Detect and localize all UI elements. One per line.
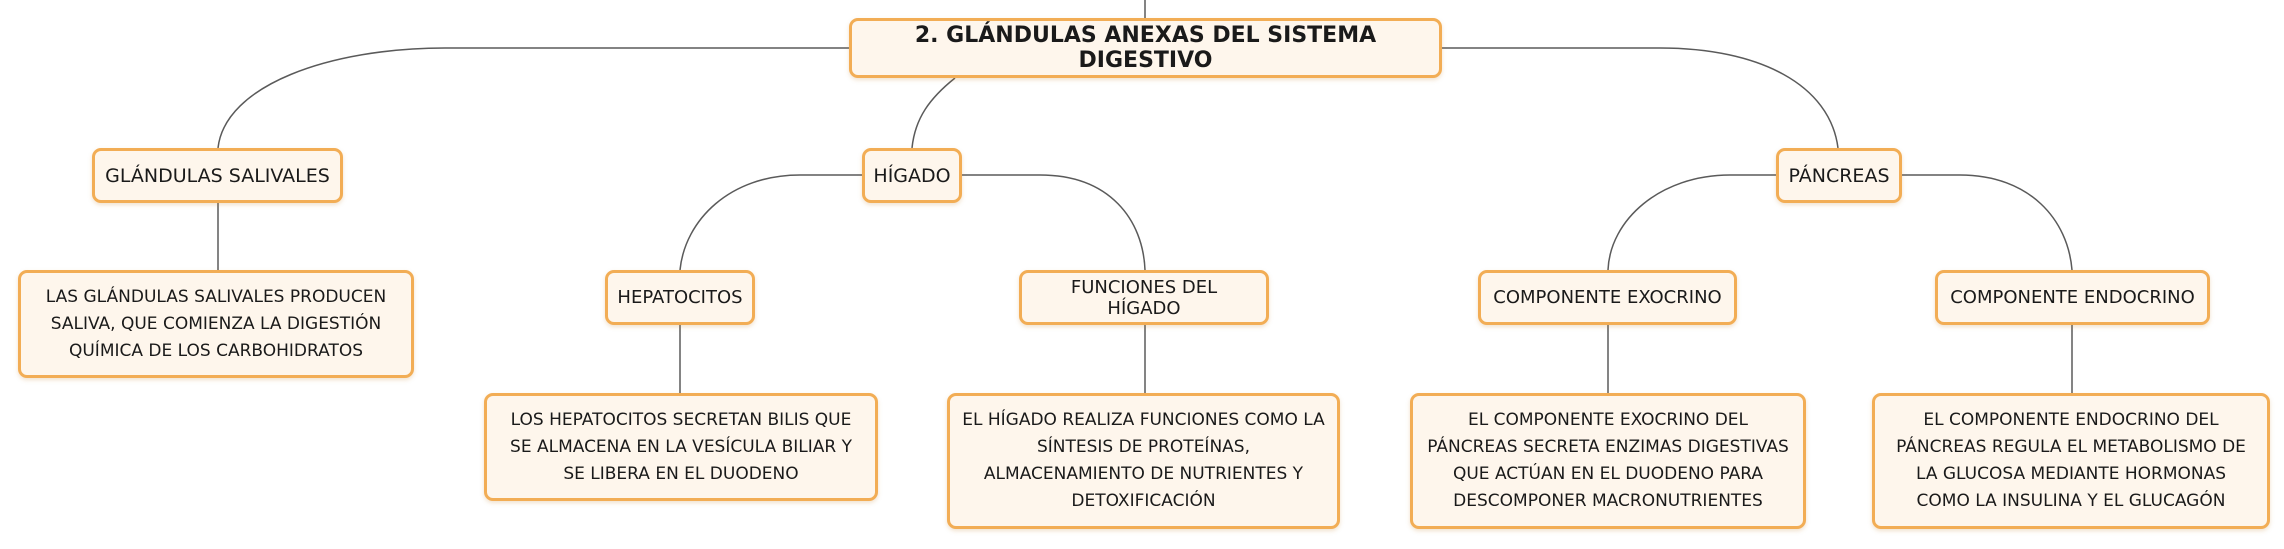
desc-componente-endocrino-text: EL COMPONENTE ENDOCRINO DEL PÁNCREAS REG… xyxy=(1896,410,2246,511)
connector-higado-funciones xyxy=(962,174,1146,271)
node-componente-endocrino[interactable]: COMPONENTE ENDOCRINO xyxy=(1935,270,2210,325)
node-funciones-higado[interactable]: FUNCIONES DEL HÍGADO xyxy=(1019,270,1269,325)
connector-root-higado xyxy=(911,77,956,149)
node-glandulas-salivales-label: GLÁNDULAS SALIVALES xyxy=(105,164,330,187)
connector-root-salivales xyxy=(217,47,849,149)
desc-glandulas-salivales[interactable]: LAS GLÁNDULAS SALIVALES PRODUCEN SALIVA,… xyxy=(18,270,414,378)
desc-glandulas-salivales-text: LAS GLÁNDULAS SALIVALES PRODUCEN SALIVA,… xyxy=(45,286,387,361)
node-pancreas-label: PÁNCREAS xyxy=(1788,164,1890,187)
connector-root-pancreas xyxy=(1442,47,1839,149)
node-componente-endocrino-label: COMPONENTE ENDOCRINO xyxy=(1950,287,2195,308)
node-pancreas[interactable]: PÁNCREAS xyxy=(1776,148,1902,203)
node-funciones-higado-label: FUNCIONES DEL HÍGADO xyxy=(1070,276,1218,319)
desc-componente-endocrino[interactable]: EL COMPONENTE ENDOCRINO DEL PÁNCREAS REG… xyxy=(1872,393,2270,529)
node-glandulas-salivales[interactable]: GLÁNDULAS SALIVALES xyxy=(92,148,343,203)
node-componente-exocrino[interactable]: COMPONENTE EXOCRINO xyxy=(1478,270,1737,325)
node-hepatocitos-label: HEPATOCITOS xyxy=(617,287,743,308)
connector-higado-hepatocitos xyxy=(679,174,862,271)
node-hepatocitos[interactable]: HEPATOCITOS xyxy=(605,270,755,325)
desc-componente-exocrino-text: EL COMPONENTE EXOCRINO DEL PÁNCREAS SECR… xyxy=(1427,410,1789,511)
node-higado[interactable]: HÍGADO xyxy=(862,148,962,203)
desc-funciones-higado[interactable]: EL HÍGADO REALIZA FUNCIONES COMO LA SÍNT… xyxy=(947,393,1340,529)
desc-hepatocitos[interactable]: LOS HEPATOCITOS SECRETAN BILIS QUE SE AL… xyxy=(484,393,878,501)
connector-pancreas-exocrino xyxy=(1607,174,1776,271)
node-componente-exocrino-label: COMPONENTE EXOCRINO xyxy=(1493,287,1722,308)
root-label: 2. GLÁNDULAS ANEXAS DEL SISTEMA DIGESTIV… xyxy=(914,23,1377,73)
root-node[interactable]: 2. GLÁNDULAS ANEXAS DEL SISTEMA DIGESTIV… xyxy=(849,18,1442,78)
connector-pancreas-endocrino xyxy=(1902,174,2073,271)
desc-funciones-higado-text: EL HÍGADO REALIZA FUNCIONES COMO LA SÍNT… xyxy=(962,410,1325,511)
desc-hepatocitos-text: LOS HEPATOCITOS SECRETAN BILIS QUE SE AL… xyxy=(510,409,852,484)
node-higado-label: HÍGADO xyxy=(873,164,951,187)
desc-componente-exocrino[interactable]: EL COMPONENTE EXOCRINO DEL PÁNCREAS SECR… xyxy=(1410,393,1806,529)
